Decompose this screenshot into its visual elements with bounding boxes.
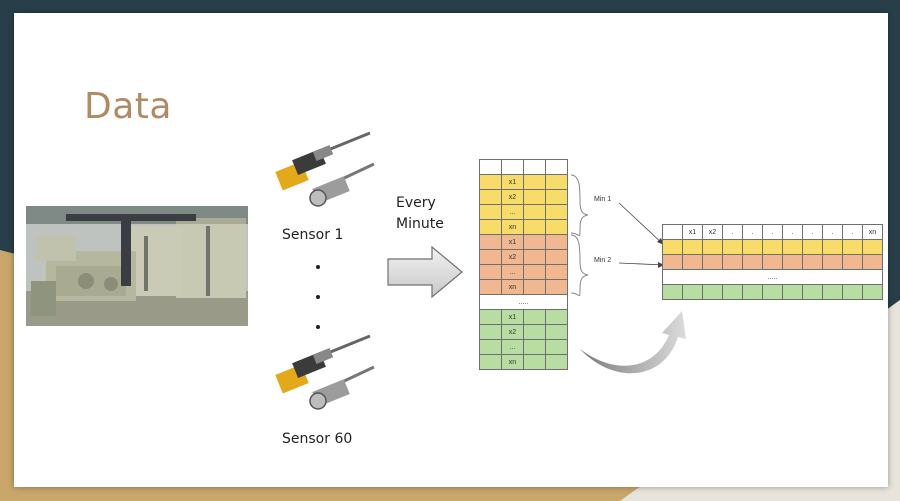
table-header-cell: . (782, 224, 803, 240)
every-minute-label: Every Minute (396, 193, 444, 235)
table-row (479, 159, 568, 175)
ellipsis-dot (316, 325, 320, 329)
table-row: ..... (479, 294, 568, 310)
table-cell: x1 (501, 234, 524, 250)
minute-table: x1 x2 . . . . . . . xn ..... (662, 224, 883, 300)
sample-table: x1 x2 ... xn x1 x2 ... xn ..... x1 x2 ..… (479, 159, 568, 370)
table-cell: ... (501, 204, 524, 220)
every-minute-line-1: Every (396, 195, 436, 211)
table-row: x1 (479, 234, 568, 250)
table-cell: xn (501, 279, 524, 295)
sensor-1-label: Sensor 1 (282, 227, 344, 243)
table-header-cell (662, 224, 683, 240)
table-cell: xn (501, 354, 524, 370)
table-row: x1 (479, 174, 568, 190)
table-row (662, 284, 883, 300)
table-row: ... (479, 264, 568, 280)
table-cell: x2 (501, 324, 524, 340)
table-row: x2 (479, 324, 568, 340)
big-right-arrow-icon (387, 245, 463, 299)
table-header-row: x1 x2 . . . . . . . xn (662, 224, 883, 240)
table-row: xn (479, 219, 568, 235)
sensor-60-label: Sensor 60 (282, 431, 353, 447)
table-gap: ..... (662, 269, 883, 285)
table-row (662, 254, 883, 270)
brace-label-min-1: Min 1 (594, 196, 612, 203)
table-row: xn (479, 279, 568, 295)
table-cell: ... (501, 339, 524, 355)
table-row: xn (479, 354, 568, 370)
proximity-sensor-icon (275, 131, 375, 207)
table-header-cell: x1 (682, 224, 703, 240)
table-cell: x1 (501, 309, 524, 325)
brace-label-min-2: Min 2 (594, 257, 612, 264)
table-header-cell: . (762, 224, 783, 240)
table-header-cell: . (742, 224, 763, 240)
proximity-sensor-icon (275, 334, 375, 410)
table-row: ..... (662, 269, 883, 285)
table-row: ... (479, 204, 568, 220)
table-header-cell: . (722, 224, 743, 240)
ellipsis-dot (316, 295, 320, 299)
table-header-cell: xn (862, 224, 883, 240)
table-row: x2 (479, 249, 568, 265)
table-cell: x2 (501, 189, 524, 205)
table-gap: ..... (479, 294, 568, 310)
table-header-cell: . (842, 224, 863, 240)
table-cell: x2 (501, 249, 524, 265)
slide: Data Sensor 1 (14, 13, 888, 487)
table-cell: xn (501, 219, 524, 235)
industrial-plant-photo (26, 206, 248, 326)
table-header-cell: x2 (702, 224, 723, 240)
ellipsis-dot (316, 265, 320, 269)
table-cell: x1 (501, 174, 524, 190)
table-row: x1 (479, 309, 568, 325)
table-row (662, 239, 883, 255)
table-header-cell: . (802, 224, 823, 240)
table-cell: ... (501, 264, 524, 280)
table-row: ... (479, 339, 568, 355)
table-header-cell: . (822, 224, 843, 240)
every-minute-line-2: Minute (396, 216, 444, 232)
table-row: x2 (479, 189, 568, 205)
slide-title: Data (84, 86, 172, 127)
